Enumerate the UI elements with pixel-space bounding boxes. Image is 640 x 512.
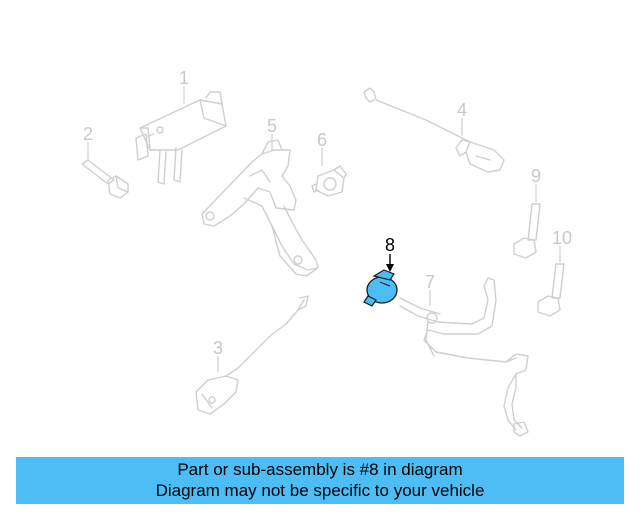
- callout-6: 6: [317, 130, 327, 150]
- callout-1: 1: [179, 68, 189, 88]
- part-7-tube[interactable]: [399, 277, 529, 437]
- callout-4: 4: [457, 100, 467, 120]
- callout-5: 5: [267, 116, 277, 136]
- callout-3: 3: [213, 338, 223, 358]
- part-2-bolt[interactable]: [81, 159, 129, 199]
- part-8-sensor-highlighted[interactable]: [363, 269, 398, 307]
- part-6-sensor[interactable]: [311, 165, 347, 197]
- callout-9: 9: [531, 166, 541, 186]
- callout-8: 8: [385, 235, 395, 255]
- part-4-temperature-sensor[interactable]: [363, 87, 505, 173]
- part-5-bracket[interactable]: [201, 139, 319, 277]
- caption-banner: Part or sub-assembly is #8 in diagram Di…: [16, 457, 624, 504]
- callout-10: 10: [552, 228, 572, 248]
- caption-line-1: Part or sub-assembly is #8 in diagram: [177, 460, 463, 479]
- leader-8-arrowhead: [386, 264, 394, 272]
- part-1-pressure-sensor[interactable]: [135, 91, 227, 185]
- callout-2: 2: [83, 124, 93, 144]
- part-9-bolt[interactable]: [513, 203, 541, 259]
- callout-7: 7: [425, 272, 435, 292]
- part-10-bolt[interactable]: [537, 263, 565, 317]
- caption-line-2: Diagram may not be specific to your vehi…: [155, 481, 485, 500]
- part-3-sensor-cable[interactable]: [195, 295, 309, 415]
